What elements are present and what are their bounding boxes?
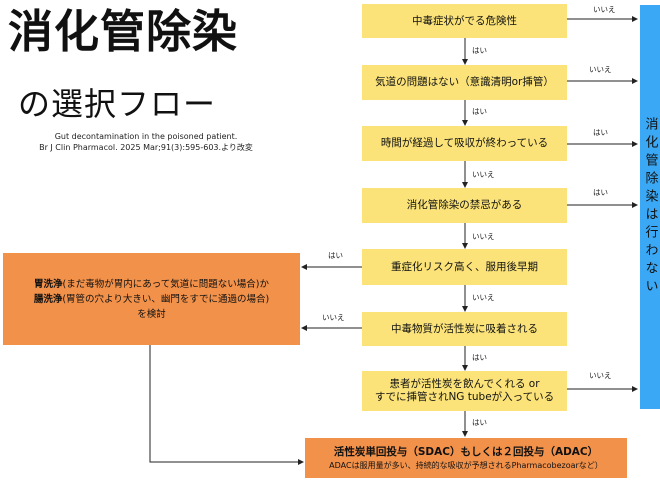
charcoal-title: 活性炭単回投与（SDAC）もしくは２回投与（ADAC） bbox=[333, 446, 599, 458]
label-step2-right: いいえ bbox=[589, 65, 612, 74]
label-step3-down: いいえ bbox=[472, 170, 495, 179]
no-decontamination-label: 消化管除染は行わない bbox=[642, 117, 658, 297]
label-step4-down: いいえ bbox=[472, 232, 495, 241]
charcoal-box: 活性炭単回投与（SDAC）もしくは２回投与（ADAC） ADACは服用量が多い、… bbox=[305, 438, 627, 478]
label-step6-left: いいえ bbox=[322, 313, 345, 322]
decision-toxicity-risk: 中毒症状がでる危険性 bbox=[362, 4, 567, 38]
whole-bowel-irrigation-term: 腸洗浄 bbox=[33, 293, 63, 305]
whole-bowel-irrigation-condition: (胃管の穴より大きい、幽門をすでに通過の場合) bbox=[62, 293, 270, 305]
decision-patient-can-take-charcoal: 患者が活性炭を飲んでくれる or すでに挿管されNG tubeが入っている bbox=[362, 371, 567, 411]
decision-line-1: 患者が活性炭を飲んでくれる or bbox=[389, 378, 540, 390]
lavage-box: 胃洗浄(まだ毒物が胃内にあって気道に問題ない場合)か 腸洗浄(胃管の穴より大きい… bbox=[3, 253, 300, 345]
label-step2-down: はい bbox=[472, 107, 487, 116]
gastric-lavage-condition: (まだ毒物が胃内にあって気道に問題ない場合)か bbox=[62, 278, 269, 290]
decision-absorption-complete: 時間が経過して吸収が終わっている bbox=[362, 126, 567, 161]
label-step3-right: はい bbox=[593, 128, 608, 137]
decision-line-2: すでに挿管されNG tubeが入っている bbox=[374, 391, 555, 403]
gastric-lavage-term: 胃洗浄 bbox=[34, 278, 63, 290]
label-step6-down: はい bbox=[472, 353, 487, 362]
decision-high-risk-early: 重症化リスク高く、服用後早期 bbox=[362, 249, 567, 285]
lavage-line-3: を検討 bbox=[137, 308, 166, 320]
citation: Gut decontamination in the poisoned pati… bbox=[12, 131, 280, 153]
lavage-line-1: 胃洗浄(まだ毒物が胃内にあって気道に問題ない場合)か bbox=[34, 277, 269, 292]
label-step4-right: はい bbox=[593, 188, 608, 197]
lavage-line-2: 腸洗浄(胃管の穴より大きい、幽門をすでに通過の場合) bbox=[34, 292, 269, 307]
label-step1-right: いいえ bbox=[593, 5, 616, 14]
label-step1-down: はい bbox=[472, 46, 487, 55]
label-step7-right: いいえ bbox=[589, 371, 612, 380]
charcoal-note: ADACは服用量が多い、持続的な吸収が予想されるPharmacobezoarなど… bbox=[329, 461, 603, 470]
label-step5-left: はい bbox=[328, 251, 343, 260]
decision-airway-ok: 気道の問題はない（意識清明or挿管） bbox=[362, 65, 567, 100]
page-subtitle: の選択フロー bbox=[18, 85, 217, 123]
decision-contraindication: 消化管除染の禁忌がある bbox=[362, 188, 567, 223]
label-step7-down: はい bbox=[472, 418, 487, 427]
no-decontamination-bar: 消化管除染は行わない bbox=[640, 5, 660, 409]
label-step5-down: いいえ bbox=[472, 293, 495, 302]
citation-line-2: Br J Clin Pharmacol. 2025 Mar;91(3):595-… bbox=[39, 143, 253, 152]
citation-line-1: Gut decontamination in the poisoned pati… bbox=[54, 132, 238, 141]
decision-charcoal-adsorbs: 中毒物質が活性炭に吸着される bbox=[362, 312, 567, 346]
page-title: 消化管除染 bbox=[8, 5, 239, 58]
